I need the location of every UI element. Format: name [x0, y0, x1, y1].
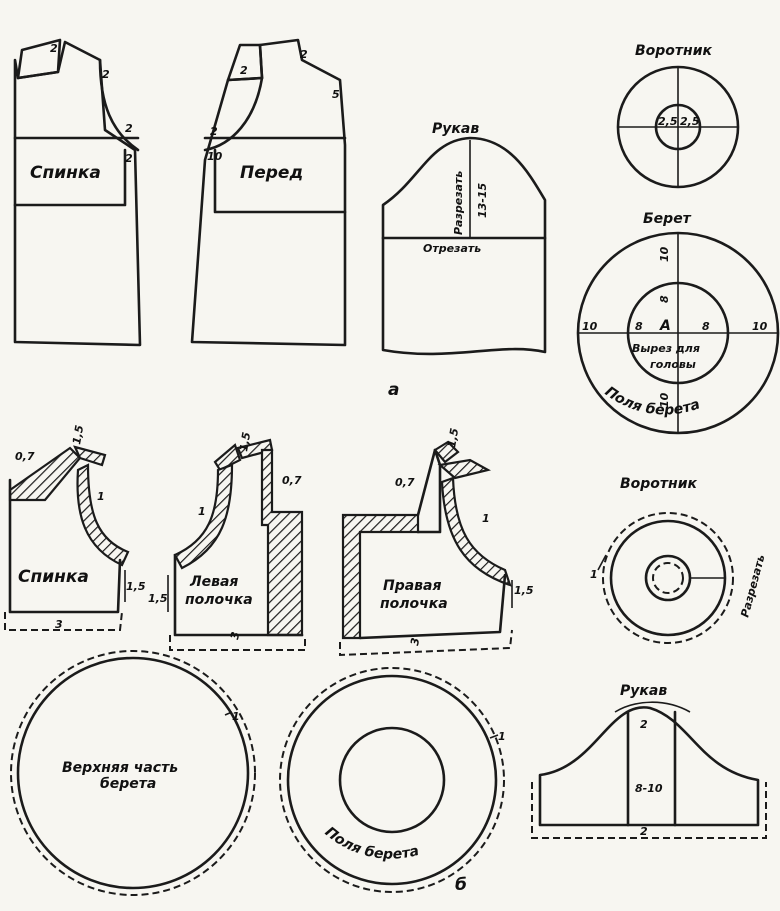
back-b-title: Спинка — [18, 567, 89, 587]
left-front-b-3: 3 — [228, 630, 242, 640]
sleeve-b-title: Рукав — [620, 683, 667, 699]
beret-a-top-inner: 8 — [658, 295, 671, 303]
right-front-b-07: 0,7 — [395, 476, 415, 489]
sleeve-pattern-b: Рукав 2 8-10 2 — [531, 683, 767, 839]
sleeve-b-2-bottom: 2 — [640, 825, 648, 838]
beret-top-pattern-b: 1 Верхняя часть берета — [10, 650, 256, 896]
left-front-b-title-1: Левая — [189, 574, 238, 590]
collar-b-1: 1 — [590, 568, 598, 581]
front-pattern-a: 2 2 5 2 10 Перед — [190, 38, 347, 347]
left-front-pattern-b: 1,5 0,7 1 1,5 3 Левая полочка — [148, 431, 306, 651]
right-front-b-3: 3 — [408, 636, 422, 646]
collar-a-left: 2,5 — [658, 115, 678, 128]
front-a-title: Перед — [240, 163, 303, 183]
left-front-b-15-top: 1,5 — [237, 431, 253, 453]
front-a-num-1: 2 — [240, 64, 248, 77]
right-front-b-15-top: 1,5 — [445, 427, 461, 449]
collar-b-cut: Разрезать — [738, 553, 767, 619]
back-a-title: Спинка — [30, 163, 101, 183]
beret-a-right-inner: 8 — [702, 320, 710, 333]
beret-a-top-outer: 10 — [658, 246, 671, 262]
right-front-b-title-1: Правая — [383, 578, 441, 594]
beret-a-hole-2: головы — [650, 358, 696, 371]
back-pattern-b: 0,7 1,5 1 1,5 3 Спинка — [4, 424, 146, 631]
sleeve-pattern-a: Рукав Разрезать 13-15 Отрезать — [381, 121, 547, 356]
back-b-15-side: 1,5 — [126, 580, 146, 593]
back-b-15-top: 1,5 — [70, 424, 86, 446]
beret-a-title: Берет — [643, 211, 692, 227]
left-front-b-15-side: 1,5 — [148, 592, 168, 605]
front-a-num-4: 2 — [210, 125, 218, 138]
beret-brim-b-1: 1 — [498, 730, 506, 743]
back-a-num-2: 2 — [102, 68, 110, 81]
sleeve-a-cut-1: Разрезать — [452, 171, 465, 235]
front-a-num-5: 10 — [207, 150, 223, 163]
right-front-b-15-side: 1,5 — [514, 584, 534, 597]
left-front-b-07: 0,7 — [282, 474, 302, 487]
back-a-num-4: 2 — [125, 152, 133, 165]
beret-a-left-inner: 8 — [635, 320, 643, 333]
beret-a-bottom-outer: 10 — [658, 392, 671, 408]
back-b-3: 3 — [55, 618, 63, 631]
front-a-num-2: 2 — [300, 48, 308, 61]
beret-pattern-a: Берет 10 8 10 8 A 8 10 10 Вырез для голо… — [576, 211, 780, 435]
section-a-marker: а — [388, 380, 399, 400]
left-front-b-title-2: полочка — [185, 592, 253, 608]
beret-top-b-title-2: берета — [100, 776, 156, 792]
collar-a-right: 2,5 — [680, 115, 700, 128]
sleeve-a-title: Рукав — [432, 121, 479, 137]
collar-pattern-b: Воротник Разрезать 1 — [590, 476, 768, 644]
sleeve-a-cutoff: Отрезать — [423, 242, 481, 255]
section-b-marker: б — [455, 875, 467, 895]
back-b-1: 1 — [97, 490, 105, 503]
back-a-num-1: 2 — [50, 42, 58, 55]
collar-a-title: Воротник — [635, 43, 713, 59]
beret-a-center: A — [659, 318, 671, 334]
collar-b-title: Воротник — [620, 476, 698, 492]
back-a-num-3: 2 — [125, 122, 133, 135]
sleeve-a-cut-2: 13-15 — [476, 182, 489, 218]
beret-a-hole-1: Вырез для — [632, 342, 700, 355]
left-front-b-1: 1 — [198, 505, 206, 518]
beret-top-b-1: 1 — [232, 710, 240, 723]
beret-a-right-outer: 10 — [752, 320, 768, 333]
back-b-07: 0,7 — [15, 450, 35, 463]
beret-brim-pattern-b: 1 Поля берета — [279, 667, 506, 893]
right-front-pattern-b: 1,5 0,7 1 1,5 3 Правая полочка — [339, 427, 534, 657]
back-pattern-a: 2 2 2 2 Спинка — [13, 38, 142, 347]
collar-pattern-a: Воротник 2,5 2,5 — [616, 43, 740, 189]
beret-a-left-outer: 10 — [582, 320, 598, 333]
sleeve-b-2-top: 2 — [640, 718, 648, 731]
beret-top-b-title-1: Верхняя часть — [62, 760, 178, 776]
right-front-b-1: 1 — [482, 512, 490, 525]
sleeve-b-center: 8-10 — [635, 782, 663, 795]
right-front-b-title-2: полочка — [380, 596, 448, 612]
front-a-num-3: 5 — [332, 88, 340, 101]
